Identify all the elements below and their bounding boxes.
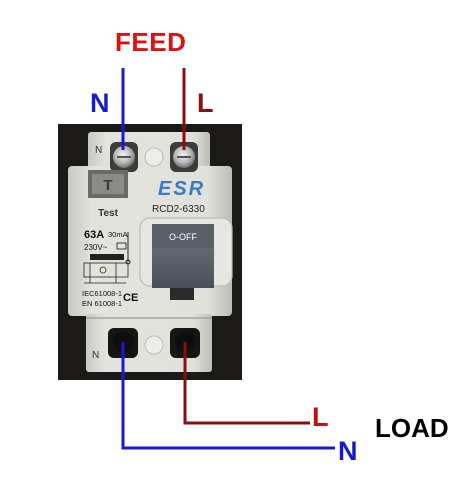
load-label: LOAD <box>375 413 449 443</box>
load-live-wire <box>183 342 310 425</box>
standard-en: EN 61008-1 <box>82 299 122 308</box>
sensitivity-text: 30mA <box>108 230 128 239</box>
ce-mark: CE <box>123 292 138 304</box>
switch-off-label: O-OFF <box>169 232 197 242</box>
circuit-schematic-icon <box>83 262 129 284</box>
rating-text: 63A <box>84 229 104 241</box>
feed-live-label: L <box>197 88 214 118</box>
rcd-device: N T Test ESR RCD2-6330 63A 30mA 230V~ IE… <box>68 132 233 372</box>
terminal-n-top-label: N <box>95 145 102 156</box>
test-button-glyph: T <box>103 177 112 194</box>
off-on-indicator-icon <box>125 232 131 265</box>
load-neutral-wire <box>121 342 335 450</box>
feed-neutral-label: N <box>90 88 110 118</box>
standard-iec: IEC61008-1 <box>82 289 122 298</box>
test-label: Test <box>98 208 118 219</box>
brand-logo: ESR <box>158 178 205 200</box>
load-neutral-label: N <box>338 436 358 466</box>
terminal-n-bottom-label: N <box>92 350 99 361</box>
feed-label: FEED <box>115 27 187 57</box>
voltage-text: 230V~ <box>84 243 108 252</box>
model-number: RCD2-6330 <box>152 204 205 215</box>
load-live-label: L <box>312 402 329 432</box>
